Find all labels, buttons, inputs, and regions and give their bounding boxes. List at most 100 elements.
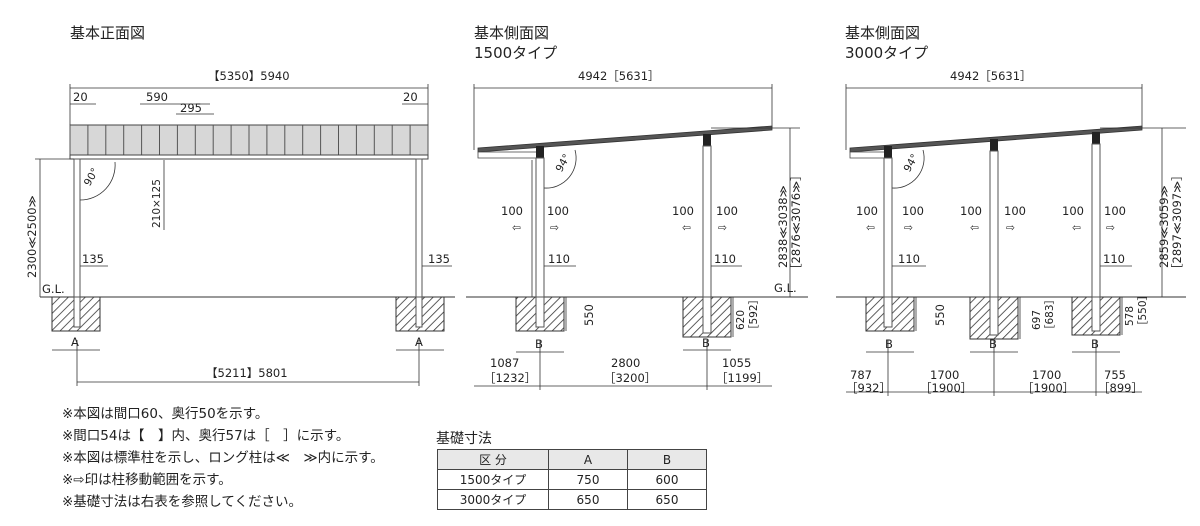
gutter: [477, 151, 539, 159]
note-3: ※本図は標準柱を示し、ロング柱は≪ ≫内に示す。: [62, 450, 384, 466]
side1500-d1232: ［1232］: [484, 371, 536, 385]
post-cap: [536, 146, 544, 158]
front-dim-295: 295: [180, 101, 202, 115]
post-embed: [415, 296, 423, 328]
front-gl-label: G.L.: [42, 282, 65, 296]
side3000-d550: 550: [933, 304, 947, 326]
angle-arc: [79, 161, 116, 201]
front-dim-135-left: 135: [82, 252, 104, 266]
side1500-d3200: ［3200］: [604, 371, 656, 385]
move-arrow-icon: ⇦: [1072, 222, 1081, 234]
post-cap: [990, 139, 998, 151]
side1500-move-2: 100: [547, 204, 569, 218]
post-embed: [702, 296, 712, 334]
note-1: ※本図は間口60、奥行50を示す。: [62, 405, 268, 422]
side3000-move-2: 100: [902, 204, 924, 218]
side1500-d2800: 2800: [611, 356, 640, 370]
side1500-d550: 550: [582, 304, 596, 326]
side1500-move-1: 100: [501, 204, 523, 218]
move-arrow-icon: ⇨: [550, 222, 559, 234]
move-arrow-icon: ⇦: [512, 222, 521, 234]
table-cell: 600: [627, 469, 707, 490]
table-cell: 3000タイプ: [437, 489, 549, 510]
side3000-d755: 755: [1104, 368, 1126, 382]
table-header-cell: B: [627, 449, 707, 470]
post-embed: [883, 296, 893, 328]
front-width-bottom: 【5211】5801: [206, 366, 288, 380]
move-arrow-icon: ⇨: [718, 222, 727, 234]
side3000-title1: 基本側面図: [845, 24, 920, 42]
side3000-height1: 2859≪3059≫: [1157, 185, 1171, 268]
move-arrow-icon: ⇨: [1106, 222, 1115, 234]
side-view-3000: 基本側面図 3000タイプ 4942［5631］ 94° 100 100 100…: [836, 24, 1186, 396]
note-5: ※基礎寸法は右表を参照してください。: [62, 493, 302, 510]
side3000-height2: ［2897≪3097≫］: [1170, 169, 1184, 275]
side3000-post-3: [1091, 143, 1101, 298]
side3000-b2: B: [989, 337, 997, 351]
table-header-cell: 区 分: [437, 449, 549, 470]
side1500-d620: 620: [735, 310, 747, 330]
front-post-right: [415, 158, 423, 298]
post-cap: [884, 146, 892, 158]
side3000-d899: ［899］: [1098, 381, 1143, 395]
side3000-d697: 697: [1031, 310, 1043, 330]
side1500-height2: ［2876≪3076≫］: [789, 169, 803, 275]
side1500-roof: [477, 125, 773, 153]
side-view-1500: 基本側面図 1500タイプ 4942［5631］ 94° 100 100 100…: [466, 24, 808, 390]
move-arrow-icon: ⇨: [1006, 222, 1015, 234]
angle-arc: [891, 149, 925, 189]
front-post-left: [73, 158, 81, 298]
side1500-title1: 基本側面図: [474, 24, 549, 42]
front-beam: [69, 154, 429, 160]
front-width-total: 【5350】5940: [208, 69, 290, 83]
table-header-cell: A: [548, 449, 628, 470]
side3000-move-6: 100: [1104, 204, 1126, 218]
side3000-d550b: ［550］: [1137, 290, 1149, 331]
front-dim-135-right: 135: [428, 252, 450, 266]
post-embed: [1091, 296, 1101, 332]
post-cap: [703, 134, 711, 146]
side3000-d1700a: 1700: [930, 368, 959, 382]
note-2: ※間口54は【 】内、奥行57は［ ］に示す。: [62, 427, 349, 444]
side1500-move-4: 100: [716, 204, 738, 218]
side3000-d932: ［932］: [846, 381, 891, 395]
side3000-angle: 94°: [902, 152, 922, 174]
side1500-post-back: [702, 145, 712, 298]
table-cell: 650: [627, 489, 707, 510]
side3000-b1: B: [885, 337, 893, 351]
side1500-b-front: B: [535, 337, 543, 351]
table-cell: 650: [548, 489, 628, 510]
front-angle: 90°: [82, 166, 102, 188]
notes: ※本図は間口60、奥行50を示す。 ※間口54は【 】内、奥行57は［ ］に示す…: [62, 405, 384, 510]
side1500-d110-front: 110: [548, 252, 570, 266]
side1500-angle: 94°: [554, 152, 574, 174]
side3000-d683: ［683］: [1044, 294, 1056, 335]
side1500-d592: ［592］: [748, 294, 760, 335]
side3000-move-1: 100: [856, 204, 878, 218]
front-dim-20-right: 20: [403, 90, 418, 104]
move-arrow-icon: ⇦: [970, 222, 979, 234]
side3000-b3: B: [1091, 337, 1099, 351]
move-arrow-icon: ⇦: [866, 222, 875, 234]
angle-arc: [543, 149, 577, 189]
side3000-post-2: [989, 150, 999, 298]
table-header-row: 区 分 A B: [437, 449, 707, 470]
front-dim-590: 590: [146, 90, 168, 104]
table-row: 3000タイプ 650 650: [437, 489, 707, 510]
side3000-title2: 3000タイプ: [845, 44, 928, 62]
side1500-gl-label: G.L.: [774, 281, 797, 295]
post-cap: [1092, 132, 1100, 144]
front-title: 基本正面図: [70, 24, 145, 42]
foundation-table: 区 分 A B 1500タイプ 750 600 3000タイプ 650 650: [437, 449, 707, 510]
side3000-d1900a: ［1900］: [920, 381, 972, 395]
front-a-left: A: [71, 335, 79, 349]
foundation-table-title: 基礎寸法: [436, 431, 492, 447]
front-height: 2300≪2500≫: [25, 195, 39, 278]
side3000-move-3: 100: [960, 204, 982, 218]
roof-ribs: [69, 125, 429, 155]
move-arrow-icon: ⇨: [904, 222, 913, 234]
side3000-d1900b: ［1900］: [1022, 381, 1074, 395]
side3000-d110-2: 110: [1103, 252, 1125, 266]
post-embed: [989, 296, 999, 336]
